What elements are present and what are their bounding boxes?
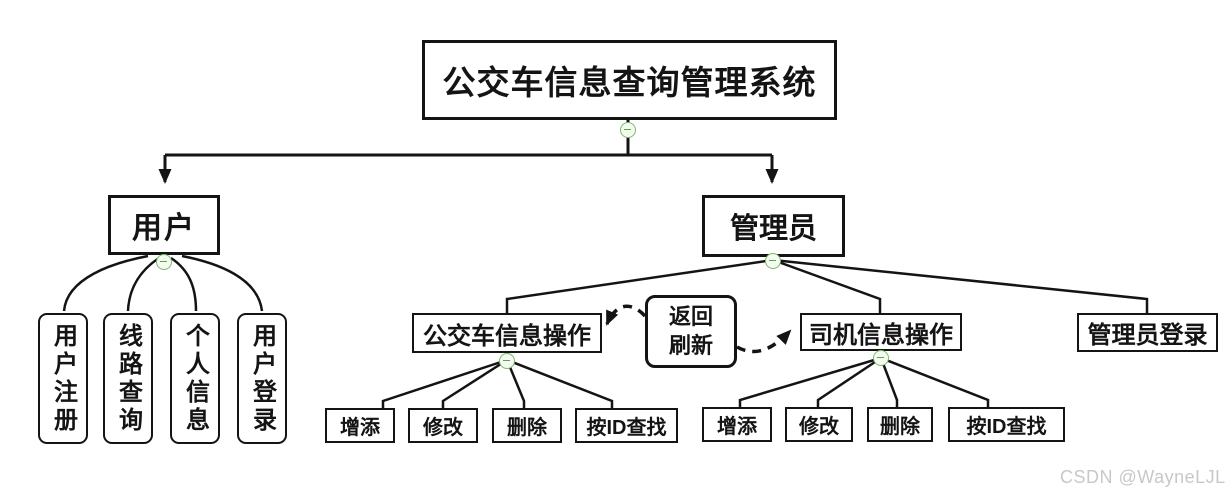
node-bus-add[interactable]: 增添 (325, 408, 395, 443)
node-user-register[interactable]: 用户注册 (38, 313, 88, 444)
collapse-toggle-icon-bus-ops[interactable] (499, 353, 515, 369)
collapse-toggle-icon-admin[interactable] (765, 253, 781, 269)
node-driver-add[interactable]: 增添 (702, 407, 772, 442)
node-driver-delete[interactable]: 删除 (867, 407, 933, 442)
collapse-toggle-icon-user[interactable] (156, 254, 172, 270)
collapse-toggle-icon-driver-ops[interactable] (873, 350, 889, 366)
node-driver-info-ops[interactable]: 司机信息操作 (800, 313, 962, 351)
node-personal-info[interactable]: 个人信息 (170, 313, 220, 444)
node-driver-search-by-id[interactable]: 按ID查找 (948, 407, 1065, 442)
csdn-watermark: CSDN @WayneLJL (1060, 467, 1226, 487)
node-admin-login[interactable]: 管理员登录 (1077, 313, 1218, 352)
node-return-refresh[interactable]: 返回 刷新 (645, 295, 737, 368)
node-driver-modify[interactable]: 修改 (785, 407, 853, 442)
node-bus-info-ops[interactable]: 公交车信息操作 (412, 313, 602, 353)
return-refresh-line1: 返回 (668, 303, 713, 329)
node-user-login[interactable]: 用户登录 (237, 313, 287, 444)
return-refresh-line2: 刷新 (668, 332, 713, 358)
node-user-branch[interactable]: 用户 (108, 195, 220, 255)
node-bus-delete[interactable]: 删除 (492, 408, 562, 443)
collapse-toggle-icon-root[interactable] (620, 122, 636, 138)
node-system-root[interactable]: 公交车信息查询管理系统 (422, 40, 837, 120)
node-route-query[interactable]: 线路查询 (103, 313, 153, 444)
node-bus-search-by-id[interactable]: 按ID查找 (575, 408, 678, 443)
node-admin-branch[interactable]: 管理员 (702, 195, 845, 257)
node-bus-modify[interactable]: 修改 (408, 408, 478, 443)
